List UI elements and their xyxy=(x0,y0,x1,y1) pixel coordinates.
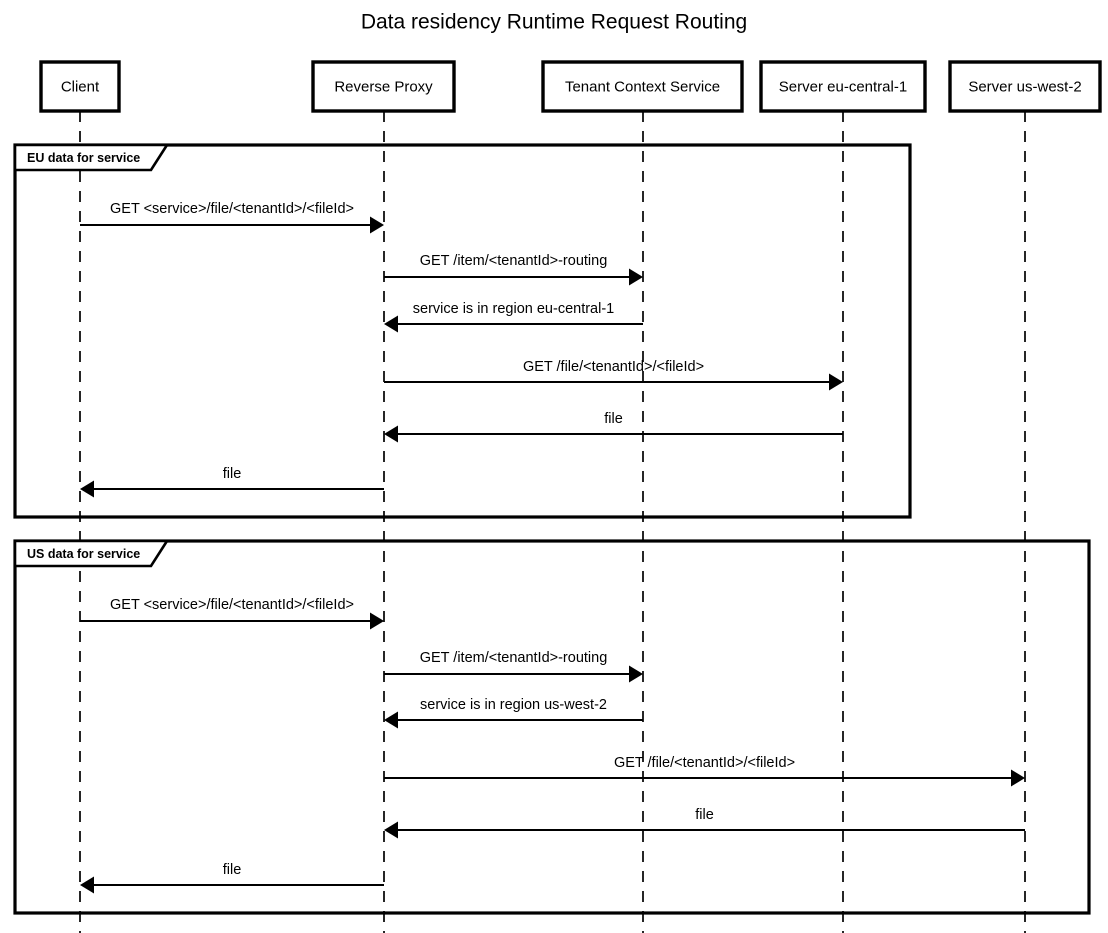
diagram-title-group: Data residency Runtime Request Routing xyxy=(361,11,747,34)
fragment-label: US data for service xyxy=(27,547,140,561)
message-arrowhead xyxy=(629,665,643,683)
message-label: GET /item/<tenantId>-routing xyxy=(420,650,608,666)
fragment-border xyxy=(13,143,912,519)
message-arrowhead xyxy=(80,876,94,894)
message-label: GET /item/<tenantId>-routing xyxy=(420,253,608,269)
message-us-msg-6: file xyxy=(80,862,384,894)
message-arrowhead xyxy=(384,315,398,333)
message-eu-msg-4: GET /file/<tenantId>/<fileId> xyxy=(384,359,843,391)
message-arrowhead xyxy=(1011,769,1025,787)
participant-box[interactable] xyxy=(541,60,744,113)
participant-label: Reverse Proxy xyxy=(334,78,433,95)
participant-proxy[interactable]: Reverse Proxy xyxy=(311,60,456,113)
fragment-us-fragment: US data for service xyxy=(13,539,1091,915)
participant-eu[interactable]: Server eu-central-1 xyxy=(759,60,927,113)
message-eu-msg-3: service is in region eu-central-1 xyxy=(384,301,643,333)
message-arrowhead xyxy=(384,425,398,443)
fragments-group: EU data for service US data for service xyxy=(13,143,1091,915)
message-label: file xyxy=(223,466,242,482)
message-label: GET <service>/file/<tenantId>/<fileId> xyxy=(110,597,354,613)
participant-client[interactable]: Client xyxy=(39,60,121,113)
message-label: file xyxy=(695,807,714,823)
participant-label: Server us-west-2 xyxy=(968,78,1081,95)
participant-label: Server eu-central-1 xyxy=(779,78,907,95)
message-arrowhead xyxy=(629,268,643,286)
fragment-border xyxy=(13,539,1091,915)
fragment-eu-fragment: EU data for service xyxy=(13,143,912,519)
message-eu-msg-5: file xyxy=(384,411,843,443)
lifelines-group xyxy=(79,111,1026,933)
message-label: GET <service>/file/<tenantId>/<fileId> xyxy=(110,201,354,217)
message-label: GET /file/<tenantId>/<fileId> xyxy=(614,755,795,771)
message-label: file xyxy=(223,862,242,878)
message-label: service is in region us-west-2 xyxy=(420,697,607,713)
fragment-label: EU data for service xyxy=(27,151,140,165)
message-label: GET /file/<tenantId>/<fileId> xyxy=(523,359,704,375)
message-eu-msg-6: file xyxy=(80,466,384,498)
fragment-label-tab xyxy=(13,539,170,568)
participant-tenant[interactable]: Tenant Context Service xyxy=(541,60,744,113)
message-label: service is in region eu-central-1 xyxy=(413,301,614,317)
message-us-msg-3: service is in region us-west-2 xyxy=(384,697,643,729)
message-us-msg-4: GET /file/<tenantId>/<fileId> xyxy=(384,755,1025,787)
message-arrowhead xyxy=(384,821,398,839)
participant-label: Client xyxy=(61,78,100,95)
message-arrowhead xyxy=(370,216,384,234)
page-title: Data residency Runtime Request Routing xyxy=(361,11,747,34)
message-arrowhead xyxy=(829,373,843,391)
message-us-msg-1: GET <service>/file/<tenantId>/<fileId> xyxy=(80,597,384,630)
participants-group: Client Reverse Proxy Tenant Context Servic… xyxy=(39,60,1102,113)
participant-us[interactable]: Server us-west-2 xyxy=(948,60,1102,113)
message-eu-msg-1: GET <service>/file/<tenantId>/<fileId> xyxy=(80,201,384,234)
participant-box[interactable] xyxy=(311,60,456,113)
participant-box[interactable] xyxy=(948,60,1102,113)
message-arrowhead xyxy=(384,711,398,729)
messages-group: GET <service>/file/<tenantId>/<fileId> GE… xyxy=(80,201,1025,894)
fragment-label-tab xyxy=(13,143,170,172)
message-us-msg-5: file xyxy=(384,807,1025,839)
message-label: file xyxy=(604,411,623,427)
participant-box[interactable] xyxy=(759,60,927,113)
message-eu-msg-2: GET /item/<tenantId>-routing xyxy=(384,253,643,286)
participant-label: Tenant Context Service xyxy=(565,78,720,95)
message-us-msg-2: GET /item/<tenantId>-routing xyxy=(384,650,643,683)
message-arrowhead xyxy=(80,480,94,498)
participant-box[interactable] xyxy=(39,60,121,113)
message-arrowhead xyxy=(370,612,384,630)
